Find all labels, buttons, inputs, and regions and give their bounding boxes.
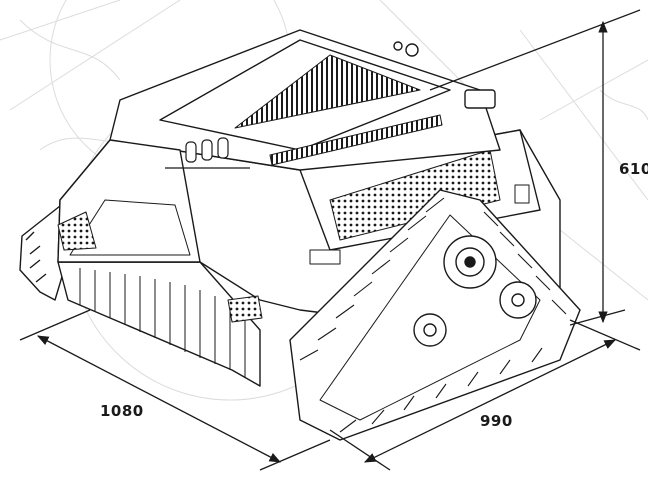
top-vent: [234, 54, 421, 129]
width-dimension-line: [363, 339, 617, 463]
dimension-lines: [19, 9, 641, 471]
front-nose: [57, 139, 201, 263]
front-grille: [57, 211, 97, 251]
hood-slots: [269, 114, 443, 166]
width-dimension-label: 990: [480, 412, 513, 430]
length-dimension-label: 1080: [100, 402, 144, 420]
height-dimension-label: 610: [619, 160, 648, 178]
mower-body: [19, 29, 581, 441]
deck-ribs: [79, 268, 246, 378]
idler-wheel: [413, 313, 447, 347]
length-dimension-line: [36, 335, 282, 463]
lower-intake: [227, 295, 263, 323]
control-pods: [165, 137, 250, 169]
side-grille: [329, 149, 501, 241]
